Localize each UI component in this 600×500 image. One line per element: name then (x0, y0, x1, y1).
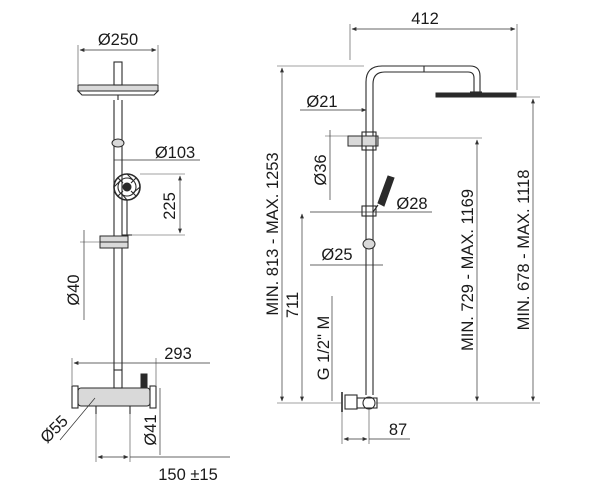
label-wall-offset: 87 (389, 421, 407, 439)
label-hand-shower-neck: Ø28 (396, 195, 427, 213)
dim-rail-diameter: Ø40 (65, 230, 100, 320)
hand-shower (113, 173, 141, 236)
dim-wall-offset: 87 (341, 409, 410, 444)
label-showerhead-diameter: Ø250 (98, 31, 138, 49)
dim-total-height: MIN. 813 - MAX. 1253 (264, 65, 364, 404)
dim-tube-diameter-top: Ø21 (300, 93, 367, 112)
side-showerhead (435, 91, 517, 98)
dim-hand-shower-neck: Ø28 (310, 195, 432, 213)
front-view: Ø250 Ø103 225 Ø40 293 (37, 31, 230, 484)
side-lower-connector (362, 238, 376, 250)
label-slider-diameter: Ø36 (312, 154, 330, 185)
slider-bracket (99, 235, 129, 249)
side-view: 412 Ø21 Ø36 Ø28 Ø25 711 (264, 10, 540, 444)
dim-slider-diameter: Ø36 (312, 130, 348, 200)
label-hand-shower-diameter: Ø103 (155, 144, 195, 162)
label-mixer-width: 293 (164, 345, 192, 363)
label-head-height: MIN. 678 - MAX. 1118 (515, 170, 533, 331)
side-hand-shower (361, 175, 395, 217)
dim-mixer-body-diameter: Ø41 (142, 388, 161, 455)
label-tube-diameter-top: Ø21 (306, 93, 337, 111)
label-arm-reach: 412 (411, 10, 439, 28)
dim-hand-shower-offset: 225 (130, 173, 185, 236)
label-thread: G 1/2" M (315, 316, 333, 381)
dim-showerhead-diameter: Ø250 (77, 31, 159, 84)
dim-centers: 150 ±15 (95, 414, 230, 484)
overhead-showerhead (76, 61, 160, 100)
label-mixer-end-diameter: Ø55 (37, 412, 72, 447)
label-total-height: MIN. 813 - MAX. 1253 (264, 152, 282, 315)
dim-arm-reach: 412 (349, 10, 518, 90)
dim-hand-shower-diameter: Ø103 (114, 144, 200, 162)
dim-inlet-height: 711 (284, 213, 304, 402)
label-hand-shower-offset: 225 (161, 192, 179, 220)
label-rail-diameter: Ø40 (65, 274, 83, 305)
side-riser-and-arm (365, 65, 481, 395)
dim-tube-diameter-lower: Ø25 (310, 246, 383, 266)
label-mixer-body-diameter: Ø41 (142, 414, 160, 445)
thermostatic-mixer (71, 369, 157, 414)
dim-head-height: MIN. 678 - MAX. 1118 (482, 96, 540, 404)
dim-mixer-width: 293 (71, 345, 210, 385)
label-centers: 150 ±15 (158, 466, 218, 484)
dim-thread: G 1/2" M (315, 296, 333, 401)
label-middle-height: MIN. 729 - MAX. 1169 (459, 189, 477, 351)
side-slider (347, 131, 379, 151)
side-wall-connection (341, 392, 378, 412)
dim-middle-height: MIN. 729 - MAX. 1169 (376, 137, 482, 404)
label-tube-diameter-lower: Ø25 (321, 246, 352, 264)
label-inlet-height: 711 (284, 292, 302, 318)
